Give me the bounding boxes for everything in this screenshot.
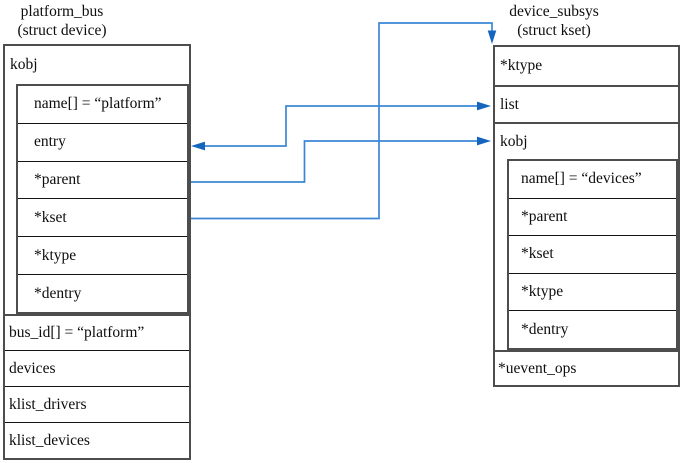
platform-bus-kobj-inner-box: name[] = “platform” entry *parent *kset … [16,84,189,314]
field-entry: entry [18,122,187,161]
arrow-entry-list-line [204,105,478,147]
arrow-kset-subsys-line [191,22,493,220]
struct-box-platform-bus: kobj name[] = “platform” entry *parent *… [3,44,191,460]
right-struct-type: (struct kset) [517,21,591,39]
arrow-list-arrowhead-icon [477,101,491,111]
left-struct-title: platform_bus (struct device) [6,3,118,40]
field-kset: *kset [18,198,187,236]
arrow-subsys-top-arrowhead-icon [487,30,497,44]
field-bus-id: bus_id[] = “platform” [5,314,189,350]
field-name-devices: name[] = “devices” [521,170,642,188]
right-struct-name: device_subsys [509,3,599,20]
arrow-kobj-arrowhead-icon [477,136,491,146]
field-kobj: kobj [495,122,678,159]
device-subsys-kobj-inner-box: name[] = “devices” *parent *kset *ktype … [507,159,678,350]
field-dentry: *dentry [18,274,187,312]
field-ktype: *ktype [500,57,543,74]
left-struct-name: platform_bus [20,3,104,20]
right-struct-title: device_subsys (struct kset) [497,3,611,40]
arrow-entry-arrowhead-icon [191,141,205,151]
field-kset: *kset [509,235,676,273]
field-devices: devices [5,350,189,386]
left-struct-type: (struct device) [17,21,107,39]
field-ktype: *ktype [509,272,676,311]
field-list: list [495,85,678,122]
field-klist-devices: klist_devices [5,422,189,458]
field-klist-drivers: klist_drivers [5,386,189,422]
field-name-platform: name[] = “platform” [34,95,162,113]
field-dentry: *dentry [509,310,676,348]
field-kobj: kobj [10,56,38,73]
field-parent: *parent [18,160,187,199]
field-ktype: *ktype [18,236,187,274]
field-uevent-ops: *uevent_ops [495,350,678,385]
struct-box-device-subsys: *ktype list kobj name[] = “devices” *par… [493,45,680,387]
arrow-parent-kobj-line [191,140,478,183]
field-parent: *parent [509,197,676,236]
